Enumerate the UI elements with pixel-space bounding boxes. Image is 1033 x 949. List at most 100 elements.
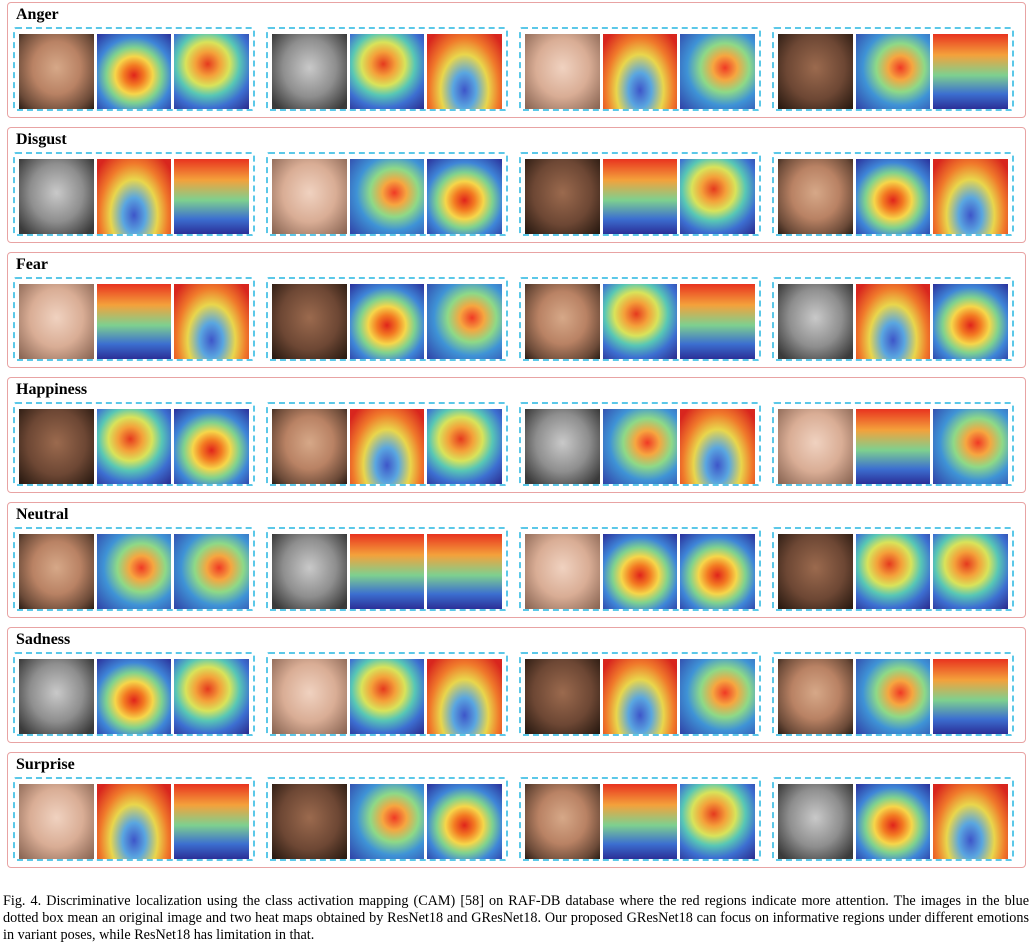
emotion-label: Happiness <box>16 381 88 398</box>
emotion-row: Anger <box>7 2 1026 118</box>
sample-group <box>772 277 1014 361</box>
sample-group <box>519 402 761 486</box>
sample-group <box>266 277 508 361</box>
sample-group <box>13 777 255 861</box>
original-face-image <box>19 659 94 734</box>
original-face-image <box>778 534 853 609</box>
resnet18-heatmap <box>96 659 172 734</box>
original-face-image <box>19 284 94 359</box>
resnet18-heatmap <box>855 284 931 359</box>
sample-group <box>13 27 255 111</box>
sample-group <box>266 152 508 236</box>
gresnet18-heatmap <box>933 534 1009 609</box>
emotion-label: Disgust <box>16 131 67 148</box>
sample-group <box>519 652 761 736</box>
gresnet18-heatmap <box>427 34 503 109</box>
resnet18-heatmap <box>96 159 172 234</box>
resnet18-heatmap <box>349 784 425 859</box>
emotion-row: Surprise <box>7 752 1026 868</box>
sample-group <box>519 27 761 111</box>
resnet18-heatmap <box>349 159 425 234</box>
original-face-image <box>778 409 853 484</box>
emotion-label: Neutral <box>16 506 69 523</box>
gresnet18-heatmap <box>427 784 503 859</box>
gresnet18-heatmap <box>933 159 1009 234</box>
emotion-row: Sadness <box>7 627 1026 743</box>
original-face-image <box>525 784 600 859</box>
gresnet18-heatmap <box>427 409 503 484</box>
original-face-image <box>525 284 600 359</box>
sample-group <box>266 777 508 861</box>
resnet18-heatmap <box>602 659 678 734</box>
sample-group <box>772 527 1014 611</box>
gresnet18-heatmap <box>427 159 503 234</box>
original-face-image <box>272 409 347 484</box>
resnet18-heatmap <box>349 409 425 484</box>
sample-group <box>13 652 255 736</box>
emotion-row: Fear <box>7 252 1026 368</box>
resnet18-heatmap <box>602 409 678 484</box>
original-face-image <box>778 659 853 734</box>
original-face-image <box>19 784 94 859</box>
sample-group <box>772 27 1014 111</box>
original-face-image <box>19 34 94 109</box>
resnet18-heatmap <box>602 784 678 859</box>
resnet18-heatmap <box>349 34 425 109</box>
gresnet18-heatmap <box>174 534 250 609</box>
original-face-image <box>525 409 600 484</box>
original-face-image <box>525 534 600 609</box>
sample-group <box>13 402 255 486</box>
gresnet18-heatmap <box>680 659 756 734</box>
original-face-image <box>19 159 94 234</box>
emotion-row: Disgust <box>7 127 1026 243</box>
emotion-label: Anger <box>16 6 59 23</box>
resnet18-heatmap <box>855 659 931 734</box>
original-face-image <box>778 284 853 359</box>
gresnet18-heatmap <box>680 34 756 109</box>
sample-group <box>266 527 508 611</box>
gresnet18-heatmap <box>680 534 756 609</box>
emotion-label: Surprise <box>16 756 75 773</box>
original-face-image <box>272 659 347 734</box>
resnet18-heatmap <box>349 284 425 359</box>
original-face-image <box>525 659 600 734</box>
sample-group <box>772 152 1014 236</box>
original-face-image <box>272 534 347 609</box>
figure-caption: Fig. 4. Discriminative localization usin… <box>3 893 1029 943</box>
sample-group <box>266 27 508 111</box>
emotion-label: Sadness <box>16 631 71 648</box>
sample-group <box>772 777 1014 861</box>
gresnet18-heatmap <box>933 784 1009 859</box>
sample-group <box>519 777 761 861</box>
emotion-row: Neutral <box>7 502 1026 618</box>
gresnet18-heatmap <box>427 284 503 359</box>
original-face-image <box>272 284 347 359</box>
sample-group <box>772 402 1014 486</box>
original-face-image <box>778 784 853 859</box>
gresnet18-heatmap <box>933 409 1009 484</box>
original-face-image <box>19 409 94 484</box>
gresnet18-heatmap <box>174 784 250 859</box>
resnet18-heatmap <box>602 534 678 609</box>
resnet18-heatmap <box>855 159 931 234</box>
gresnet18-heatmap <box>427 659 503 734</box>
gresnet18-heatmap <box>680 409 756 484</box>
sample-group <box>519 277 761 361</box>
original-face-image <box>778 159 853 234</box>
resnet18-heatmap <box>96 34 172 109</box>
gresnet18-heatmap <box>174 284 250 359</box>
original-face-image <box>272 159 347 234</box>
sample-group <box>13 527 255 611</box>
gresnet18-heatmap <box>933 34 1009 109</box>
gresnet18-heatmap <box>933 659 1009 734</box>
gresnet18-heatmap <box>174 659 250 734</box>
gresnet18-heatmap <box>933 284 1009 359</box>
resnet18-heatmap <box>602 284 678 359</box>
gresnet18-heatmap <box>680 159 756 234</box>
sample-group <box>519 527 761 611</box>
gresnet18-heatmap <box>427 534 503 609</box>
gresnet18-heatmap <box>174 409 250 484</box>
resnet18-heatmap <box>96 284 172 359</box>
resnet18-heatmap <box>96 784 172 859</box>
sample-group <box>266 402 508 486</box>
